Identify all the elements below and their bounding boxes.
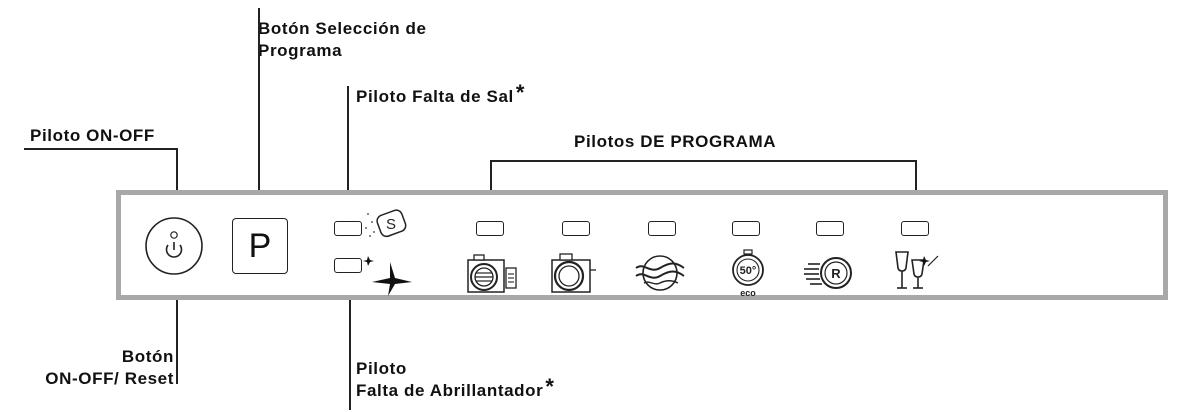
onoff-button-leader [176, 288, 178, 384]
program-bracket-right [915, 160, 917, 217]
prewash-icon [635, 255, 685, 291]
program-indicator-5 [816, 221, 844, 236]
salt-indicator-label: Piloto Falta de Sal* [356, 80, 525, 107]
program-indicators-label: Pilotos DE PROGRAMA [574, 132, 777, 151]
glass-wash-icon [895, 251, 939, 289]
svg-text:S: S [386, 216, 396, 233]
normal-wash-icon [551, 253, 596, 293]
power-icon [145, 217, 203, 275]
appliance-panel [116, 190, 1168, 300]
program-indicator-2 [562, 221, 590, 236]
program-indicator-1 [476, 221, 504, 236]
rinse-aid-indicator [334, 258, 362, 273]
program-indicator-6 [901, 221, 929, 236]
program-indicators-bracket [490, 160, 916, 162]
program-button-leader [258, 8, 260, 208]
program-button-label: Botón Selección de Programa [258, 19, 427, 60]
salt-icon: S [365, 209, 407, 238]
svg-text:50°: 50° [740, 265, 757, 277]
onoff-button[interactable] [144, 216, 204, 276]
onoff-indicator-label: Piloto ON-OFF [30, 126, 155, 145]
program-select-button[interactable]: P [232, 218, 288, 274]
program-key-label: P [248, 227, 272, 265]
salt-indicator [334, 221, 362, 236]
rinse-aid-indicator-leader [349, 286, 351, 410]
onoff-button-label: Botón ON-OFF/ Reset [45, 347, 174, 388]
salt-indicator-leader [347, 86, 349, 209]
intensive-wash-icon [467, 254, 517, 293]
svg-text:eco: eco [740, 288, 756, 298]
program-bracket-left [490, 160, 492, 217]
onoff-indicator-underline [24, 148, 177, 150]
rapid-wash-icon: R [804, 257, 852, 289]
program-indicator-3 [648, 221, 676, 236]
program-indicator-4 [732, 221, 760, 236]
rinse-aid-icon [363, 256, 412, 296]
svg-text:R: R [831, 266, 841, 281]
onoff-indicator-leader [176, 148, 178, 206]
rinse-aid-indicator-label: Piloto Falta de Abrillantador* [356, 359, 555, 400]
eco-50-icon: 50° eco [732, 249, 764, 298]
